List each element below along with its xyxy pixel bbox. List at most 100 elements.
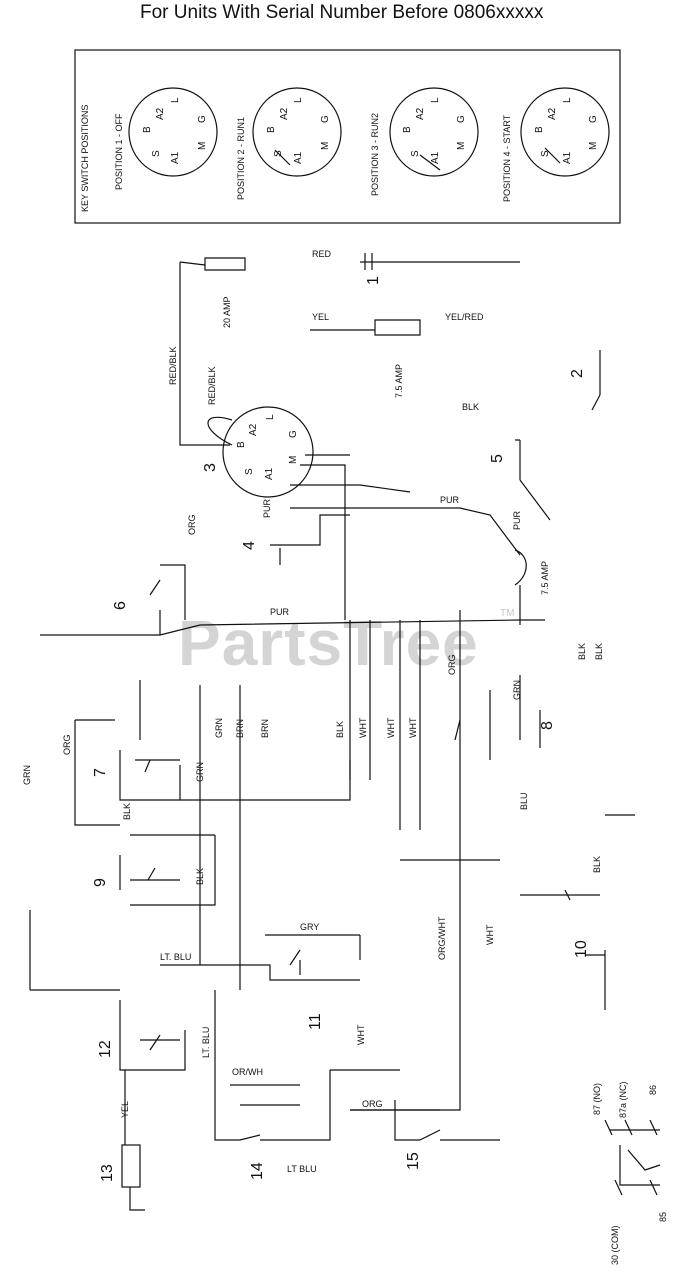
ign-terminal-a1: A1	[264, 467, 275, 480]
wire-blk-label-6: BLK	[195, 868, 205, 885]
ks1-terminal-m: M	[197, 142, 208, 150]
ks4-terminal-a1: A1	[562, 151, 573, 164]
key-switch-position-2-symbol	[252, 87, 342, 177]
wire-gry-label: GRY	[300, 922, 319, 932]
wire-yel-label-2: YEL	[120, 1101, 130, 1118]
wire-blu-label: BLU	[519, 792, 529, 810]
ks2-terminal-b: B	[266, 126, 277, 133]
ks4-terminal-a2: A2	[547, 107, 558, 120]
wire-org-label-4: ORG	[362, 1099, 383, 1109]
wire-red-blk-label-2: RED/BLK	[207, 366, 217, 405]
wire-red-blk-label-1: RED/BLK	[168, 346, 178, 385]
fuse-7-5-amp-mid-label: 7.5 AMP	[394, 364, 404, 398]
wire-lt-blu-label-2: LT. BLU	[201, 1027, 211, 1058]
ks1-terminal-a1: A1	[170, 151, 181, 164]
component-7-label: 7	[92, 768, 109, 777]
ign-terminal-b: B	[236, 441, 247, 448]
wire-lt-blu-label-1: LT. BLU	[160, 952, 191, 962]
ks3-terminal-b: B	[402, 126, 413, 133]
wire-blk-label-5: BLK	[122, 803, 132, 820]
relay-87-no-label: 87 (NO)	[592, 1083, 602, 1115]
wire-pur-label-3: PUR	[270, 607, 290, 617]
wire-pur-label-4: PUR	[512, 510, 522, 530]
wire-org-wht-label: ORG/WHT	[437, 916, 447, 960]
component-6-label: 6	[112, 601, 129, 610]
ks1-terminal-g: G	[197, 115, 208, 123]
wire-blk-label-4: BLK	[335, 721, 345, 738]
key-switch-position-4-label: POSITION 4 - START	[502, 114, 512, 202]
component-14-label: 14	[249, 1162, 266, 1180]
ks2-terminal-a1: A1	[293, 151, 304, 164]
wire-blk-label-3: BLK	[594, 643, 604, 660]
watermark-trademark: TM	[500, 608, 515, 619]
ign-terminal-l: L	[265, 414, 276, 420]
component-15-label: 15	[405, 1152, 422, 1170]
wire-wht-label-3: WHT	[408, 717, 418, 738]
wire-red-label: RED	[312, 249, 332, 259]
wire-grn-label-2: GRN	[214, 718, 224, 738]
ks3-terminal-l: L	[430, 97, 441, 103]
fuse-7-5-amp-lower-label: 7.5 AMP	[540, 561, 550, 595]
component-4-label: 4	[241, 541, 258, 550]
wire-yel-red-label: YEL/RED	[445, 312, 484, 322]
wire-wht-label-4: WHT	[485, 924, 495, 945]
ks3-terminal-g: G	[456, 115, 467, 123]
wire-grn-label-1: GRN	[512, 680, 522, 700]
wire-wht-label-1: WHT	[358, 717, 368, 738]
component-2-label: 2	[569, 369, 586, 378]
wire-org-label-3: ORG	[62, 734, 72, 755]
ks3-terminal-a1: A1	[430, 151, 441, 164]
ign-terminal-m: M	[288, 456, 299, 464]
ks3-terminal-m: M	[456, 142, 467, 150]
wire-blk-label-7: BLK	[592, 856, 602, 873]
key-switch-positions-box	[74, 49, 621, 224]
key-switch-position-4-symbol	[520, 87, 610, 177]
wire-pur-label-1: PUR	[440, 495, 460, 505]
ks1-terminal-b: B	[142, 126, 153, 133]
wire-brn-label-2: BRN	[260, 719, 270, 738]
component-13-label: 13	[99, 1164, 116, 1182]
ks4-terminal-l: L	[562, 97, 573, 103]
ks4-terminal-m: M	[588, 142, 599, 150]
fuse-20-amp-label: 20 AMP	[222, 296, 232, 328]
page-title: For Units With Serial Number Before 0806…	[140, 2, 544, 23]
wire-brn-label-1: BRN	[235, 719, 245, 738]
relay-85-label: 85	[658, 1212, 668, 1222]
relay-86-label: 86	[648, 1085, 658, 1095]
key-switch-position-3-symbol	[389, 87, 479, 177]
ks2-terminal-s: S	[273, 150, 284, 157]
wire-pur-label-2: PUR	[262, 498, 272, 518]
wire-blk-label-2: BLK	[577, 643, 587, 660]
wire-wht-label-5: WHT	[356, 1024, 366, 1045]
wire-yel-label: YEL	[312, 312, 329, 322]
key-switch-positions-heading: KEY SWITCH POSITIONS	[80, 105, 90, 212]
wire-or-wh-label: OR/WH	[232, 1067, 263, 1077]
wire-org-label-2: ORG	[447, 654, 457, 675]
wire-wht-label-2: WHT	[386, 717, 396, 738]
ign-terminal-g: G	[288, 430, 299, 438]
key-switch-position-1-label: POSITION 1 - OFF	[114, 113, 124, 190]
ks4-terminal-b: B	[534, 126, 545, 133]
ks2-terminal-a2: A2	[279, 107, 290, 120]
ign-terminal-s: S	[244, 468, 255, 475]
ks4-terminal-s: S	[540, 150, 551, 157]
ign-terminal-a2: A2	[248, 423, 259, 436]
component-12-label: 12	[97, 1040, 114, 1058]
relay-30-com-label: 30 (COM)	[610, 1225, 620, 1265]
wire-grn-label-3: GRN	[22, 765, 32, 785]
component-8-label: 8	[539, 721, 556, 730]
relay-87a-nc-label: 87a (NC)	[618, 1081, 628, 1118]
component-13-symbol	[121, 1144, 141, 1188]
wire-grn-label-4: GRN	[195, 762, 205, 782]
wire-org-label-1: ORG	[187, 514, 197, 535]
component-9-label: 9	[92, 878, 109, 887]
component-5-label: 5	[489, 454, 506, 463]
component-1-label: 1	[365, 276, 382, 285]
ks1-terminal-l: L	[170, 97, 181, 103]
ks2-terminal-l: L	[293, 97, 304, 103]
key-switch-position-1-symbol	[128, 87, 218, 177]
ks4-terminal-g: G	[588, 115, 599, 123]
wire-blk-label-1: BLK	[462, 402, 479, 412]
ignition-switch-symbol	[222, 406, 314, 498]
